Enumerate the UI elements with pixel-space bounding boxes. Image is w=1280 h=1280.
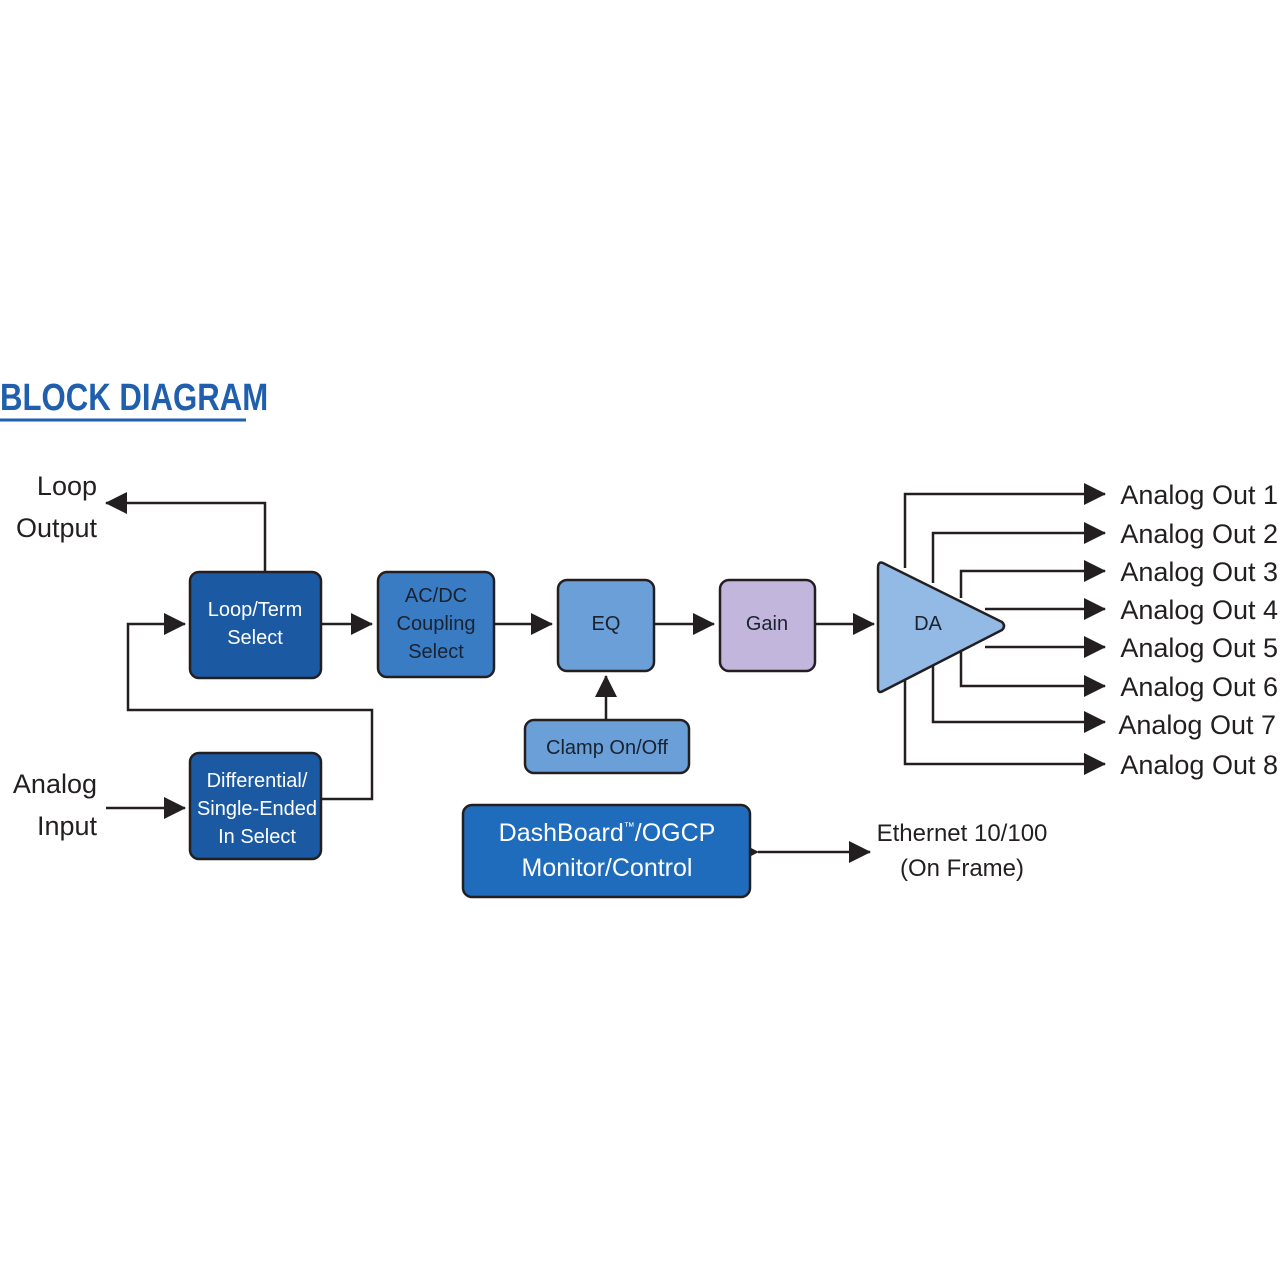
output-label-7: Analog Out 7 <box>1118 710 1276 740</box>
svg-text:Loop/Term: Loop/Term <box>208 599 303 621</box>
svg-text:(On Frame): (On Frame) <box>900 855 1024 882</box>
svg-text:Ethernet 10/100: Ethernet 10/100 <box>877 820 1048 847</box>
out-wire-6 <box>959 640 1106 697</box>
analog-input-label: Analog Input <box>13 769 98 841</box>
svg-text:Clamp On/Off: Clamp On/Off <box>546 737 668 759</box>
svg-text:Loop: Loop <box>37 471 97 501</box>
da-output-wires <box>903 483 1106 775</box>
svg-text:Analog: Analog <box>13 769 97 799</box>
ethernet-label: Ethernet 10/100 (On Frame) <box>877 820 1048 882</box>
differential-select-block: Differential/ Single-Ended In Select <box>188 751 323 861</box>
page-title: BLOCK DIAGRAM <box>0 377 268 419</box>
svg-text:Differential/: Differential/ <box>207 770 308 792</box>
loop-output-arrow <box>105 492 267 572</box>
differential-to-loop-arrow <box>126 613 374 801</box>
svg-text:Monitor/Control: Monitor/Control <box>522 854 693 882</box>
output-label-6: Analog Out 6 <box>1120 672 1278 702</box>
svg-text:Output: Output <box>16 513 98 543</box>
loop-term-select-block: Loop/Term Select <box>188 570 323 680</box>
dashboard-control-block: DashBoard™/OGCP Monitor/Control <box>461 803 752 899</box>
output-label-4: Analog Out 4 <box>1120 595 1278 625</box>
svg-text:In Select: In Select <box>218 826 296 848</box>
svg-text:Select: Select <box>408 641 464 663</box>
gain-block: Gain <box>718 578 817 673</box>
eq-block: EQ <box>556 578 656 673</box>
da-amplifier-block: DA <box>876 561 1006 694</box>
output-label-3: Analog Out 3 <box>1120 557 1278 587</box>
svg-text:AC/DC: AC/DC <box>405 585 467 607</box>
svg-text:EQ: EQ <box>592 613 621 635</box>
loop-output-label: Loop Output <box>16 471 98 543</box>
svg-text:Single-Ended: Single-Ended <box>197 798 317 820</box>
out-wire-2 <box>931 522 1106 583</box>
svg-text:Gain: Gain <box>746 613 788 635</box>
svg-text:Input: Input <box>37 811 98 841</box>
out-wire-8 <box>903 670 1106 775</box>
output-label-2: Analog Out 2 <box>1120 519 1278 549</box>
signal-wires <box>105 492 875 863</box>
acdc-coupling-block: AC/DC Coupling Select <box>376 570 496 679</box>
svg-text:Coupling: Coupling <box>397 613 476 635</box>
output-label-8: Analog Out 8 <box>1120 750 1278 780</box>
output-labels: Analog Out 1 Analog Out 2 Analog Out 3 A… <box>1118 480 1278 780</box>
output-label-5: Analog Out 5 <box>1120 633 1278 663</box>
svg-text:DashBoard™/OGCP: DashBoard™/OGCP <box>499 819 716 847</box>
out-wire-7 <box>931 654 1106 733</box>
clamp-block: Clamp On/Off <box>523 718 691 775</box>
output-label-1: Analog Out 1 <box>1120 480 1278 510</box>
svg-text:Select: Select <box>227 627 283 649</box>
svg-text:DA: DA <box>914 613 942 635</box>
out-wire-1 <box>903 483 1106 568</box>
out-wire-3 <box>959 560 1106 598</box>
